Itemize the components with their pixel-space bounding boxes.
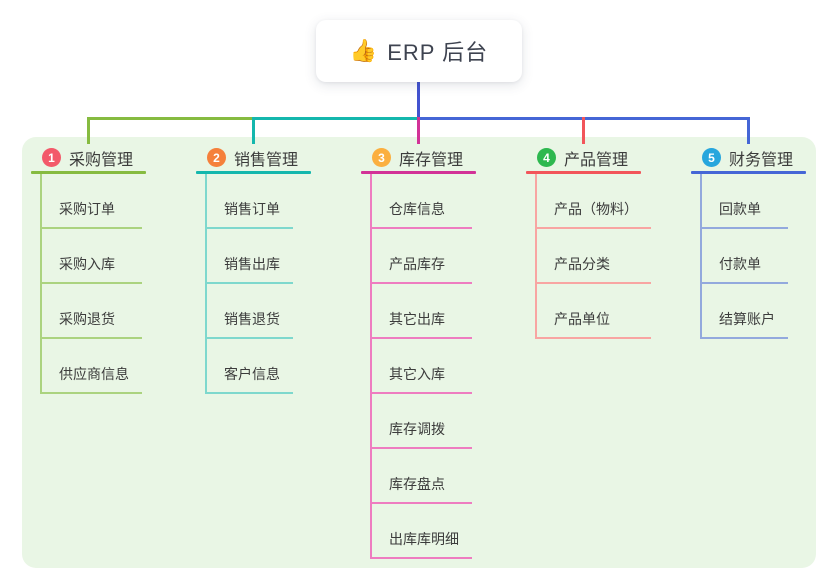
child-node[interactable]: 销售退货 bbox=[207, 284, 293, 339]
branch-children: 销售订单销售出库销售退货客户信息 bbox=[205, 174, 293, 394]
branch-node-1[interactable]: 1 采购管理 bbox=[31, 147, 146, 169]
child-node[interactable]: 产品单位 bbox=[537, 284, 651, 339]
branch-title-underline bbox=[196, 171, 311, 174]
branch-title-label: 产品管理 bbox=[564, 151, 629, 169]
connector-rail-mid-teal bbox=[252, 117, 419, 120]
child-node[interactable]: 其它出库 bbox=[372, 284, 472, 339]
child-node[interactable]: 产品分类 bbox=[537, 229, 651, 284]
branch-children: 仓库信息产品库存其它出库其它入库库存调拨库存盘点出库库明细 bbox=[370, 174, 472, 559]
branch-node-5[interactable]: 5 财务管理 bbox=[691, 147, 806, 169]
child-node[interactable]: 供应商信息 bbox=[42, 339, 142, 394]
connector-root-drop bbox=[417, 82, 420, 120]
child-node[interactable]: 采购订单 bbox=[42, 174, 142, 229]
branch-node-3[interactable]: 3 库存管理 bbox=[361, 147, 476, 169]
child-node[interactable]: 采购退货 bbox=[42, 284, 142, 339]
connector-branch-drop-4 bbox=[582, 117, 585, 144]
branch-title-label: 销售管理 bbox=[234, 151, 299, 169]
branch-title-underline bbox=[526, 171, 641, 174]
branch-1: 1 采购管理采购订单采购入库采购退货供应商信息 bbox=[31, 147, 146, 394]
thumbs-up-icon: 👍 bbox=[349, 38, 379, 63]
child-node[interactable]: 其它入库 bbox=[372, 339, 472, 394]
child-node[interactable]: 客户信息 bbox=[207, 339, 293, 394]
connector-branch-drop-1 bbox=[87, 117, 90, 144]
connector-branch-drop-5 bbox=[747, 117, 750, 144]
branch-children: 采购订单采购入库采购退货供应商信息 bbox=[40, 174, 142, 394]
branch-number-badge: 1 bbox=[42, 148, 61, 167]
branch-number-badge: 3 bbox=[372, 148, 391, 167]
branch-node-4[interactable]: 4 产品管理 bbox=[526, 147, 651, 169]
branch-3: 3 库存管理仓库信息产品库存其它出库其它入库库存调拨库存盘点出库库明细 bbox=[361, 147, 476, 559]
branch-number-badge: 5 bbox=[702, 148, 721, 167]
branch-children: 回款单付款单结算账户 bbox=[700, 174, 788, 339]
child-node[interactable]: 产品（物料） bbox=[537, 174, 651, 229]
child-node[interactable]: 销售订单 bbox=[207, 174, 293, 229]
child-node[interactable]: 采购入库 bbox=[42, 229, 142, 284]
branches-panel bbox=[22, 137, 816, 568]
child-node[interactable]: 库存调拨 bbox=[372, 394, 472, 449]
branch-number-badge: 2 bbox=[207, 148, 226, 167]
branch-node-2[interactable]: 2 销售管理 bbox=[196, 147, 311, 169]
child-node[interactable]: 付款单 bbox=[702, 229, 788, 284]
child-node[interactable]: 仓库信息 bbox=[372, 174, 472, 229]
branch-title-label: 采购管理 bbox=[69, 151, 134, 169]
branch-2: 2 销售管理销售订单销售出库销售退货客户信息 bbox=[196, 147, 311, 394]
branch-title-underline bbox=[31, 171, 146, 174]
branch-4: 4 产品管理产品（物料）产品分类产品单位 bbox=[526, 147, 651, 339]
branch-number-badge: 4 bbox=[537, 148, 556, 167]
child-node[interactable]: 出库库明细 bbox=[372, 504, 472, 559]
child-node[interactable]: 结算账户 bbox=[702, 284, 788, 339]
connector-branch-drop-3 bbox=[417, 117, 420, 144]
branch-title-label: 库存管理 bbox=[399, 151, 464, 169]
branch-title-underline bbox=[361, 171, 476, 174]
root-title: ERP 后台 bbox=[387, 40, 489, 65]
branch-title-underline bbox=[691, 171, 806, 174]
child-node[interactable]: 库存盘点 bbox=[372, 449, 472, 504]
child-node[interactable]: 销售出库 bbox=[207, 229, 293, 284]
connector-rail-left-green bbox=[87, 117, 254, 120]
child-node[interactable]: 产品库存 bbox=[372, 229, 472, 284]
child-node[interactable]: 回款单 bbox=[702, 174, 788, 229]
connector-branch-drop-2 bbox=[252, 117, 255, 144]
branch-5: 5 财务管理回款单付款单结算账户 bbox=[691, 147, 806, 339]
root-node[interactable]: 👍 ERP 后台 bbox=[316, 20, 522, 82]
branch-title-label: 财务管理 bbox=[729, 151, 794, 169]
branch-children: 产品（物料）产品分类产品单位 bbox=[535, 174, 651, 339]
